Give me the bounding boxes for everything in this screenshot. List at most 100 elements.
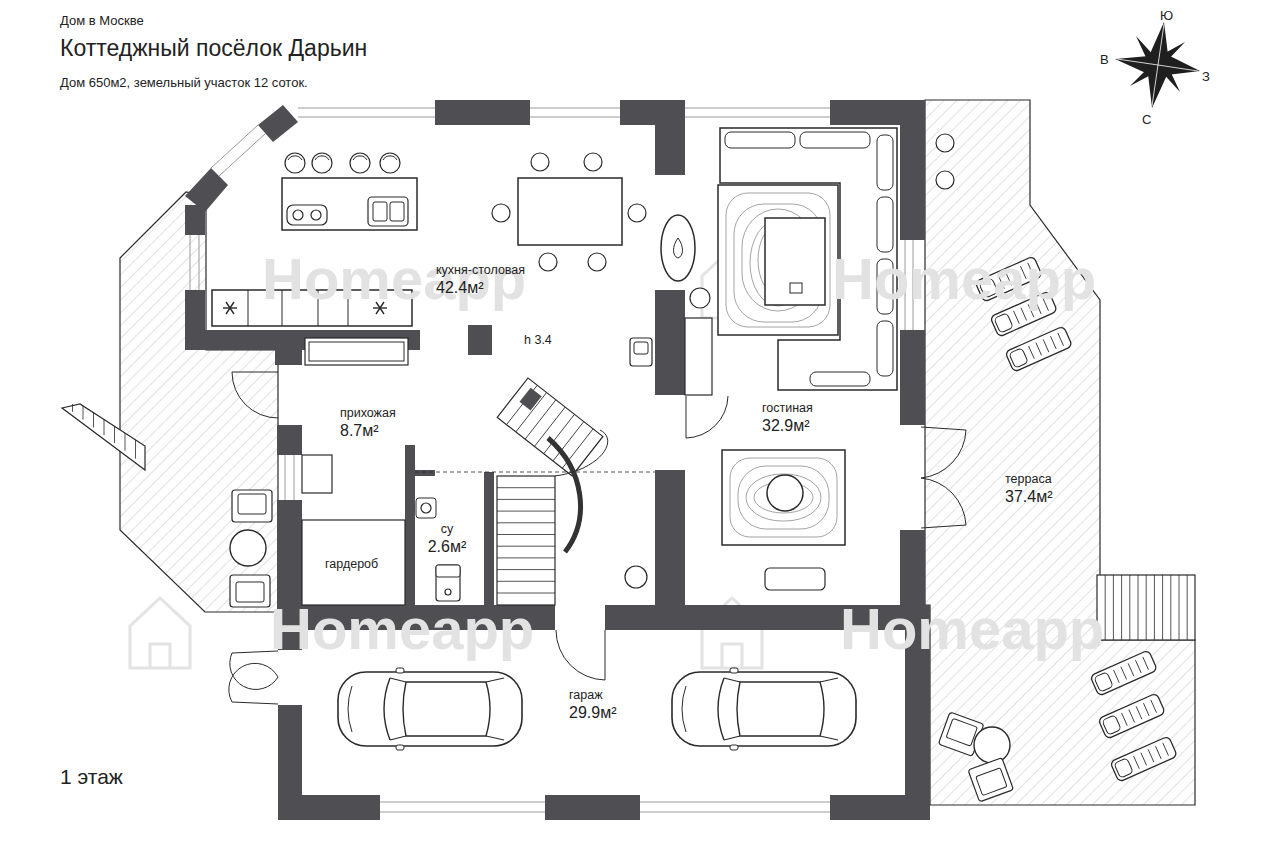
door-swing <box>556 630 605 680</box>
sofa-cushion <box>877 197 893 252</box>
car-window <box>724 678 740 740</box>
wall <box>277 425 302 455</box>
washbasin <box>421 503 431 513</box>
round-table <box>974 727 1010 763</box>
car-roof <box>403 682 490 736</box>
floor-name: 1 этаж <box>60 765 123 789</box>
stair-step <box>497 534 555 535</box>
room-name: гараж <box>569 687 618 703</box>
rug <box>722 450 845 545</box>
sun-lounger-pillow <box>1102 715 1121 735</box>
compass-line <box>1158 24 1164 65</box>
sun-lounger-slat <box>1014 311 1020 324</box>
subtitle: Дом 650м2, земельный участок 12 соток. <box>60 76 308 91</box>
wall <box>484 472 494 605</box>
dining-chair <box>492 204 510 222</box>
armchair <box>630 338 652 366</box>
room-area: 32.9м² <box>762 416 814 437</box>
room-label: прихожая8.7м² <box>338 403 399 446</box>
window <box>199 235 200 290</box>
sun-lounger-pillow <box>1114 758 1133 778</box>
armchair <box>236 582 264 602</box>
sun-lounger-slat <box>1163 743 1169 756</box>
car-mirror <box>396 745 404 750</box>
door-swing <box>232 372 278 418</box>
door-leaf <box>232 702 278 704</box>
fridge-symbol <box>226 302 234 314</box>
dining-chair <box>539 253 557 271</box>
window <box>530 117 620 118</box>
compass-star <box>1130 36 1185 92</box>
wall <box>830 795 930 820</box>
sink-bowl <box>390 202 404 221</box>
stair-flight <box>497 378 603 476</box>
compass-letter: В <box>1100 53 1109 68</box>
room-label: гардероб <box>323 554 382 576</box>
washbasin <box>416 498 436 518</box>
car <box>672 668 856 750</box>
stair-step <box>497 522 555 523</box>
ceiling-line <box>415 472 655 473</box>
compass-star <box>1115 22 1200 108</box>
stair-step <box>1121 575 1122 640</box>
sun-lounger <box>1110 736 1177 782</box>
armchair <box>238 494 266 514</box>
windows <box>190 108 913 812</box>
stair-step <box>497 593 555 594</box>
wall <box>278 795 380 820</box>
stair-step <box>497 487 555 488</box>
chair <box>936 134 954 152</box>
rug-pattern <box>726 193 830 327</box>
terrace-right <box>925 100 1195 805</box>
armchair <box>634 342 648 354</box>
toilet <box>445 589 451 595</box>
car-hood <box>348 686 352 732</box>
compass-line <box>1158 65 1198 71</box>
lamp <box>690 288 710 308</box>
window <box>298 108 435 109</box>
header-note: Дом в Москве <box>60 14 144 29</box>
bar-stool <box>350 153 370 173</box>
sun-lounger-pillow <box>994 313 1013 333</box>
stair-step <box>1146 575 1147 640</box>
room-name: гостиная <box>762 400 814 416</box>
bench <box>765 568 825 590</box>
car-windshield <box>718 678 724 740</box>
compass-line <box>1117 59 1158 65</box>
watermark: Homeapp <box>270 596 534 663</box>
window <box>294 455 295 500</box>
sun-lounger <box>1005 326 1072 372</box>
sun-lounger <box>1110 736 1177 782</box>
sink-bowl <box>373 202 387 221</box>
living-furniture <box>630 128 897 590</box>
wall <box>900 530 925 605</box>
door-leaf <box>605 630 606 680</box>
stair-step <box>1162 575 1163 640</box>
staircase <box>415 378 655 605</box>
fireplace <box>661 215 695 281</box>
window <box>530 108 620 109</box>
stair-step <box>1113 575 1114 640</box>
sink <box>368 197 408 226</box>
room-area: 42.4м² <box>436 278 527 299</box>
room-label: кухня-столовая42.4м² <box>434 260 529 303</box>
watermark-house <box>722 644 742 668</box>
fridge-symbol <box>226 302 234 314</box>
sofa-cushion <box>877 321 893 376</box>
cabinet <box>309 342 404 361</box>
dining-chair <box>628 204 646 222</box>
stair-step <box>114 426 115 443</box>
shoe-bench <box>302 455 332 493</box>
chair <box>936 171 954 189</box>
bar-stool <box>312 153 332 173</box>
armchair <box>968 758 1013 802</box>
car-window <box>390 678 406 740</box>
sun-lounger-slat <box>1129 710 1135 723</box>
stair-step <box>1129 575 1130 640</box>
hall-furniture <box>302 455 460 605</box>
car-mirror <box>730 668 738 673</box>
stair-step <box>104 420 105 436</box>
compass-line <box>1152 65 1158 106</box>
door-swing <box>921 430 966 478</box>
